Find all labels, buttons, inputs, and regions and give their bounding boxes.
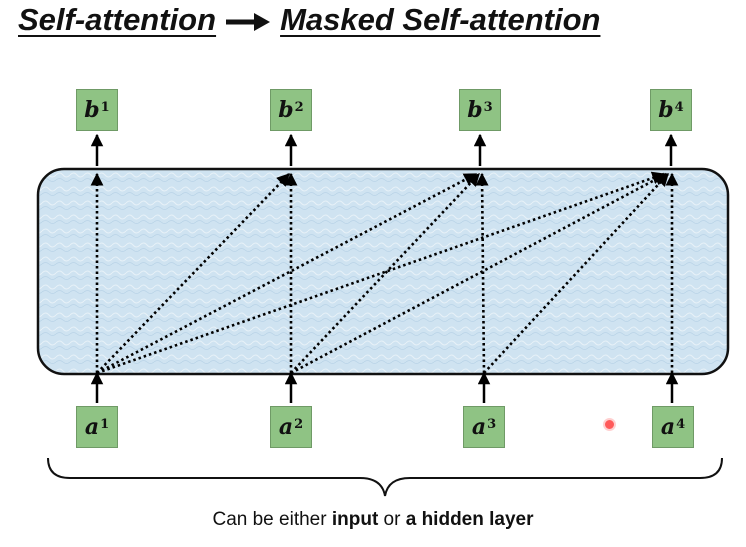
input-a1-base: a	[84, 414, 100, 440]
laser-pointer-icon	[603, 418, 616, 431]
right-arrow-icon	[226, 12, 271, 31]
output-b1-sup: 1	[100, 99, 110, 115]
input-a4-base: a	[660, 414, 676, 440]
output-b1-base: b	[84, 97, 100, 123]
output-b2-base: b	[278, 97, 294, 123]
output-b2-sup: 2	[294, 99, 304, 115]
title-self-attention: Self-attention	[18, 2, 217, 37]
caption-middle: or	[378, 509, 406, 530]
input-arrows	[90, 371, 679, 403]
output-b3-sup: 3	[483, 99, 493, 115]
input-a1-sup: 1	[100, 416, 110, 432]
output-b4-sup: 4	[674, 99, 684, 115]
input-a4-sup: 4	[676, 416, 686, 432]
output-b4-base: b	[658, 97, 674, 123]
title-masked-self-attention: Masked Self-attention	[280, 2, 601, 37]
input-a2-base: a	[278, 414, 294, 440]
input-a2-sup: 2	[294, 416, 304, 432]
caption-input: input	[331, 509, 379, 530]
slide-title: Self-attention Masked Self-attention	[18, 2, 600, 38]
output-b3-base: b	[467, 97, 483, 123]
grouping-brace	[47, 457, 723, 497]
output-arrows	[90, 133, 678, 166]
masked-attention-connections	[90, 171, 679, 375]
input-a3-sup: 3	[487, 416, 497, 432]
input-a3-base: a	[471, 414, 487, 440]
caption-hidden-layer: a hidden layer	[405, 509, 534, 530]
brace-caption: Can be either input or a hidden layer	[0, 509, 746, 531]
caption-prefix: Can be either	[212, 509, 332, 530]
